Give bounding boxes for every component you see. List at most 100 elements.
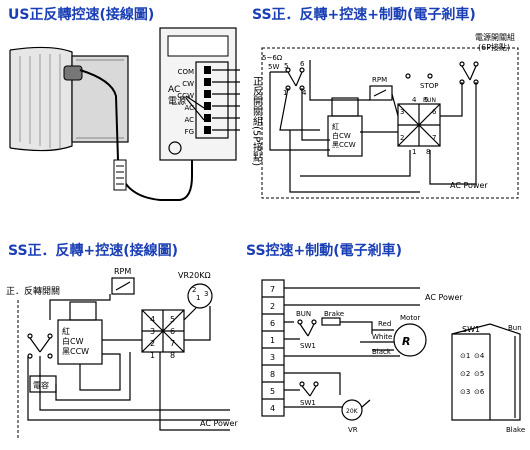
svg-text:5: 5 <box>170 315 175 324</box>
svg-text:6: 6 <box>432 108 437 116</box>
svg-text:3: 3 <box>204 290 208 298</box>
ssc-bun-label: BUN <box>296 310 311 318</box>
ss-rpm-meter: RPM <box>111 267 135 295</box>
ssb-stop-label: STOP <box>420 82 438 90</box>
us-motor-body <box>9 46 129 152</box>
ssc-terminal-6: 6 <box>270 319 275 328</box>
ss-capacitor: 電容 <box>29 375 57 393</box>
us-terminal-ac2: AC <box>184 116 194 124</box>
svg-text:3: 3 <box>400 108 404 116</box>
ssc-sw1-box: SW1 ⊙1 ⊙4 ⊙2 ⊙5 ⊙3 ⊙6 Bun Blake <box>451 323 525 434</box>
ssc-sw1-box-label: SW1 <box>462 325 480 334</box>
us-motor-cable <box>79 69 193 201</box>
ssc-terminal-1: 1 <box>270 336 275 345</box>
svg-text:6: 6 <box>170 327 175 336</box>
us-terminal-cw: CW <box>182 80 194 88</box>
svg-text:1: 1 <box>150 351 155 360</box>
ssc-motor-label: Motor <box>400 314 420 322</box>
ssc-vr-label: VR <box>348 426 358 434</box>
ssb-power-switch <box>405 61 479 85</box>
ssc-terminal-3: 3 <box>270 353 275 362</box>
ss-capacitor-label: 電容 <box>33 380 49 390</box>
ss-white-cw: 白CW <box>62 336 84 346</box>
ss-switch-label: 正．反轉開關 <box>6 285 60 297</box>
ssb-black-ccw: 黑CCW <box>332 141 356 149</box>
ssc-sw1-switch: SW1 <box>299 381 319 407</box>
ssc-bun-side: Bun <box>508 324 522 332</box>
ssc-black: Black <box>372 348 392 356</box>
ssc-ac-power: AC Power <box>425 293 463 302</box>
ssb-resistor-watt: 5W <box>268 63 279 71</box>
svg-text:4: 4 <box>302 89 307 97</box>
ssc-terminal-5: 5 <box>270 387 275 396</box>
svg-text:3: 3 <box>150 327 155 336</box>
ssc-potentiometer: 20K VR <box>300 399 371 434</box>
ssb-run-label: RUN <box>423 97 436 104</box>
ssc-brake-switch <box>297 317 373 337</box>
svg-text:2: 2 <box>192 286 196 294</box>
svg-text:4: 4 <box>150 315 155 324</box>
ss-speed-brake-diagram-title: SS控速+制動(電子剎車) <box>246 243 403 259</box>
ss-brake-diagram-title: SS正．反轉+控速+制動(電子剎車) <box>252 7 476 23</box>
ssc-sw1-label: SW1 <box>300 342 316 350</box>
ssc-terminal-7: 7 <box>270 285 275 294</box>
svg-text:6: 6 <box>300 60 305 68</box>
ssc-blake-side: Blake <box>506 426 525 434</box>
us-power-label: 電源 <box>168 96 186 107</box>
ssc-terminal-4: 4 <box>270 404 275 413</box>
us-diagram-title: US正反轉控速(接線圖) <box>8 7 155 23</box>
svg-text:5: 5 <box>424 96 428 104</box>
svg-text:5: 5 <box>284 62 288 70</box>
svg-text:⊙5: ⊙5 <box>474 370 484 378</box>
svg-text:⊙3: ⊙3 <box>460 388 470 396</box>
us-terminal-block: COM CW CCW AC AC FG <box>177 66 240 136</box>
svg-text:8: 8 <box>426 148 430 156</box>
ssb-resistor-label: 5~6Ω <box>262 54 283 62</box>
us-terminal-ccw: CCW <box>177 92 194 100</box>
svg-text:2: 2 <box>150 339 155 348</box>
ssb-power-switch-label: 電源開關組 <box>475 32 515 42</box>
svg-text:⊙2: ⊙2 <box>460 370 470 378</box>
ssc-terminal-8: 8 <box>270 370 275 379</box>
ss-ac-power: AC Power <box>200 419 238 428</box>
us-terminal-com: COM <box>178 68 194 76</box>
ssc-motor: R Motor Red White Black <box>360 314 427 357</box>
ss-forward-reverse-switch <box>27 333 53 359</box>
ssb-switch-group-label: 正反開關組(5P接點) <box>251 76 263 166</box>
svg-text:⊙6: ⊙6 <box>474 388 485 396</box>
svg-text:8: 8 <box>170 351 175 360</box>
svg-text:4: 4 <box>412 96 417 104</box>
ss-speed-brake-wiring-diagram: 7 2 6 1 3 8 5 4 AC Power BUN Brake SW1 R… <box>261 279 525 434</box>
ssc-brake-label: Brake <box>324 310 344 318</box>
ssb-rpm-meter: RPM <box>369 76 393 101</box>
ssb-rpm-label: RPM <box>372 76 387 84</box>
svg-text:R: R <box>402 335 410 348</box>
us-ac-label: AC <box>168 85 180 95</box>
ss-vr-label: VR20KΩ <box>178 271 211 280</box>
svg-text:⊙4: ⊙4 <box>474 352 485 360</box>
ssc-white: White <box>372 333 392 341</box>
ssb-motor: 紅 白CW 黑CCW <box>327 97 363 157</box>
ssc-vr-value: 20K <box>346 408 359 415</box>
ssb-forward-reverse-switch: 5 6 1 4 <box>283 60 307 97</box>
ss-red: 紅 <box>62 326 70 336</box>
ssc-terminal-strip: 7 2 6 1 3 8 5 4 <box>261 279 285 417</box>
ss-motor: 紅 白CW 黑CCW <box>57 301 103 365</box>
svg-text:⊙1: ⊙1 <box>460 352 470 360</box>
ssc-red: Red <box>378 320 391 328</box>
svg-text:1: 1 <box>283 89 287 97</box>
svg-text:1: 1 <box>412 148 416 156</box>
ss-diagram-title: SS正．反轉+控速(接線圖) <box>8 243 179 259</box>
ss-black-ccw: 黑CCW <box>62 347 89 356</box>
ss-wiring-diagram: 正．反轉開關 紅 白CW 黑CCW 電容 RPM 4 5 3 6 2 <box>6 267 238 440</box>
svg-text:2: 2 <box>400 134 404 142</box>
ssc-sw1-label-2: SW1 <box>300 399 316 407</box>
ss-rpm-label: RPM <box>114 267 131 276</box>
us-terminal-fg: FG <box>185 128 194 136</box>
svg-text:7: 7 <box>432 134 436 142</box>
